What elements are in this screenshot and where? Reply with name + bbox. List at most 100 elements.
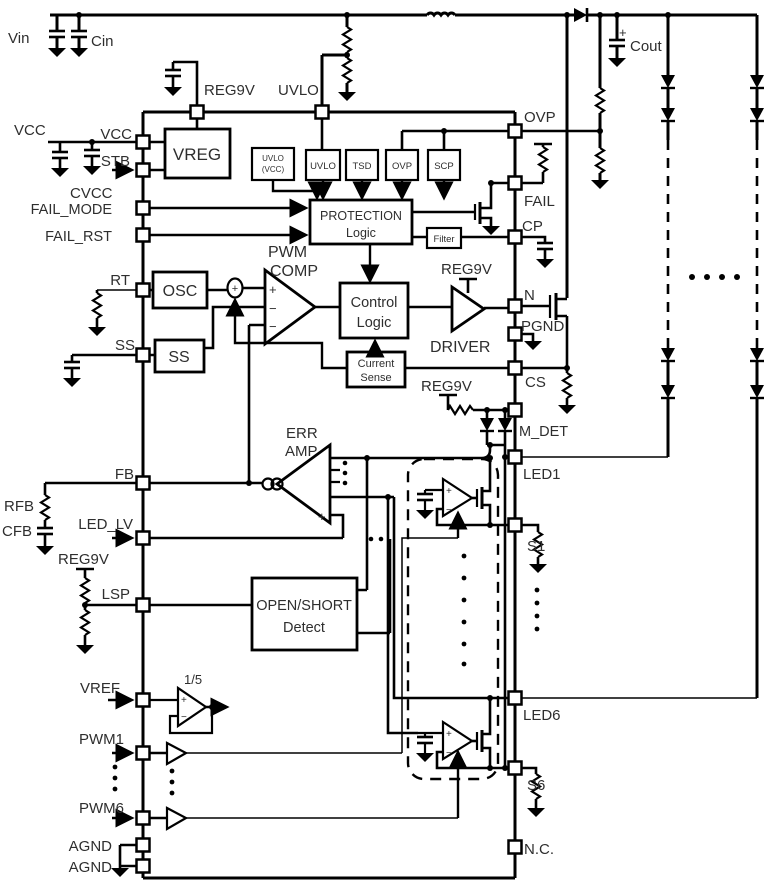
vcc-pin-label: VCC bbox=[100, 126, 132, 143]
svg-text:Current: Current bbox=[358, 358, 395, 370]
svg-text:Logic: Logic bbox=[357, 315, 392, 331]
top-power-rail: Vin Cin + Cout bbox=[8, 8, 759, 698]
pgnd-ground bbox=[521, 332, 542, 350]
pgnd-pin-label: PGND bbox=[521, 318, 565, 335]
ovp-divider-r2 bbox=[594, 146, 606, 175]
svg-text:Filter: Filter bbox=[433, 234, 454, 245]
svg-text:−: − bbox=[446, 748, 452, 759]
tsd-block: TSD bbox=[344, 148, 380, 182]
pin-nc bbox=[507, 839, 523, 855]
cp-pin-label: CP bbox=[522, 218, 543, 235]
svg-text:+: + bbox=[446, 486, 452, 497]
pin-agnd-2 bbox=[135, 858, 151, 874]
pin-pwm1 bbox=[135, 745, 151, 761]
uvlo-pin-label: UVLO bbox=[278, 82, 319, 99]
control-arrows bbox=[108, 160, 454, 828]
svg-text:OPEN/SHORT: OPEN/SHORT bbox=[256, 598, 352, 614]
svg-text:Logic: Logic bbox=[346, 226, 376, 240]
cs-pin-label: CS bbox=[525, 374, 546, 391]
svg-text:Sense: Sense bbox=[360, 372, 391, 384]
svg-text:SS: SS bbox=[168, 349, 189, 366]
reg9v-capacitor bbox=[163, 60, 199, 106]
driver-label: DRIVER bbox=[430, 339, 490, 356]
current-channel-1: + − bbox=[415, 458, 509, 538]
control-logic-block: Control Logic bbox=[338, 281, 452, 340]
agnd1-pin-label: AGND bbox=[69, 838, 113, 855]
fail-pin-label: FAIL bbox=[524, 193, 555, 210]
ss-pin-label: SS bbox=[115, 337, 135, 354]
pin-labels: REG9V UVLO VCC STB FAIL_MODE FAIL_RST RT… bbox=[31, 82, 569, 876]
err-label: ERR bbox=[286, 425, 318, 442]
fail-pullup bbox=[521, 142, 554, 185]
reg9v-mdet-label: REG9V bbox=[421, 378, 472, 395]
pwm6-buffer bbox=[150, 806, 458, 831]
pin-cs bbox=[507, 360, 523, 376]
pin-fail bbox=[507, 175, 523, 191]
protection-logic-block: PROTECTION Logic bbox=[308, 198, 414, 246]
svg-text:+: + bbox=[181, 695, 187, 706]
junction-dots bbox=[76, 12, 671, 771]
led6-pin-label: LED6 bbox=[523, 707, 561, 724]
pin-stb bbox=[135, 162, 151, 178]
vref-buffer: 1/5 + − bbox=[150, 672, 230, 735]
svg-text:+: + bbox=[446, 729, 452, 740]
svg-text:PROTECTION: PROTECTION bbox=[320, 209, 402, 223]
svg-text:−: − bbox=[269, 319, 277, 334]
rt-pin-label: RT bbox=[110, 272, 130, 289]
svg-text:VREG: VREG bbox=[173, 145, 221, 164]
current-sense-block: Current Sense bbox=[345, 350, 509, 389]
nc-pin-label: N.C. bbox=[524, 841, 554, 858]
pin-pwm6 bbox=[135, 810, 151, 826]
ic-pins bbox=[135, 104, 523, 874]
pwm-label: PWM bbox=[268, 244, 307, 261]
n-pin-label: N bbox=[524, 287, 535, 304]
cvcc-label: CVCC bbox=[70, 185, 113, 202]
cout-capacitor: + Cout bbox=[607, 25, 663, 67]
uvlo-divider-r2 bbox=[341, 56, 353, 85]
comp-label: COMP bbox=[270, 263, 318, 280]
pin-uvlo bbox=[314, 104, 330, 120]
uvlo-vcc-block: UVLO (VCC) bbox=[250, 146, 296, 182]
led-lv-pin-label: LED_LV bbox=[78, 516, 133, 533]
pin-ss bbox=[135, 347, 151, 363]
agnd-ground bbox=[111, 843, 136, 877]
pin-reg9v bbox=[189, 104, 205, 120]
power-mosfet bbox=[521, 293, 569, 368]
ovp-divider-r1 bbox=[594, 86, 606, 115]
pin-cp bbox=[507, 229, 523, 245]
s1-set-resistor bbox=[521, 523, 547, 573]
filter-block: Filter bbox=[412, 226, 509, 250]
svg-text:+: + bbox=[232, 283, 238, 295]
pin-vcc bbox=[135, 134, 151, 150]
s-resistors-ellipsis bbox=[534, 587, 540, 632]
gain-label: 1/5 bbox=[184, 672, 202, 687]
reg9v-lsp-label: REG9V bbox=[58, 551, 109, 568]
cout-label: Cout bbox=[630, 38, 663, 55]
channel-ellipsis bbox=[461, 553, 467, 667]
svg-text:UVLO: UVLO bbox=[262, 154, 284, 163]
current-channel-6: + − bbox=[415, 698, 509, 818]
vreg-block: VREG bbox=[150, 119, 232, 180]
pwm-ellipsis bbox=[112, 764, 175, 796]
pin-led-lv bbox=[135, 530, 151, 546]
pin-agnd-1 bbox=[135, 837, 151, 853]
pwm6-pin-label: PWM6 bbox=[79, 800, 124, 817]
summing-node: + bbox=[226, 277, 265, 299]
fail-mode-pin-label: FAIL_MODE bbox=[31, 202, 113, 218]
svg-text:−: − bbox=[269, 301, 277, 316]
vcc-ext-label: VCC bbox=[14, 122, 46, 139]
pin-fail-rst bbox=[135, 227, 151, 243]
fb-pin-label: FB bbox=[115, 466, 134, 483]
pin-pgnd bbox=[507, 326, 523, 342]
svg-text:OSC: OSC bbox=[163, 283, 198, 300]
amp-label: AMP bbox=[285, 443, 318, 460]
cfb-label: CFB bbox=[2, 523, 32, 540]
reg9v-driver-label: REG9V bbox=[441, 261, 492, 278]
led1-pin-label: LED1 bbox=[523, 466, 561, 483]
stb-pin-label: STB bbox=[101, 153, 130, 170]
mdet-diode-1 bbox=[478, 416, 496, 433]
fb-compensation: RFB CFB bbox=[2, 481, 136, 555]
pin-m-det bbox=[507, 402, 523, 418]
svg-text:+: + bbox=[269, 282, 277, 297]
